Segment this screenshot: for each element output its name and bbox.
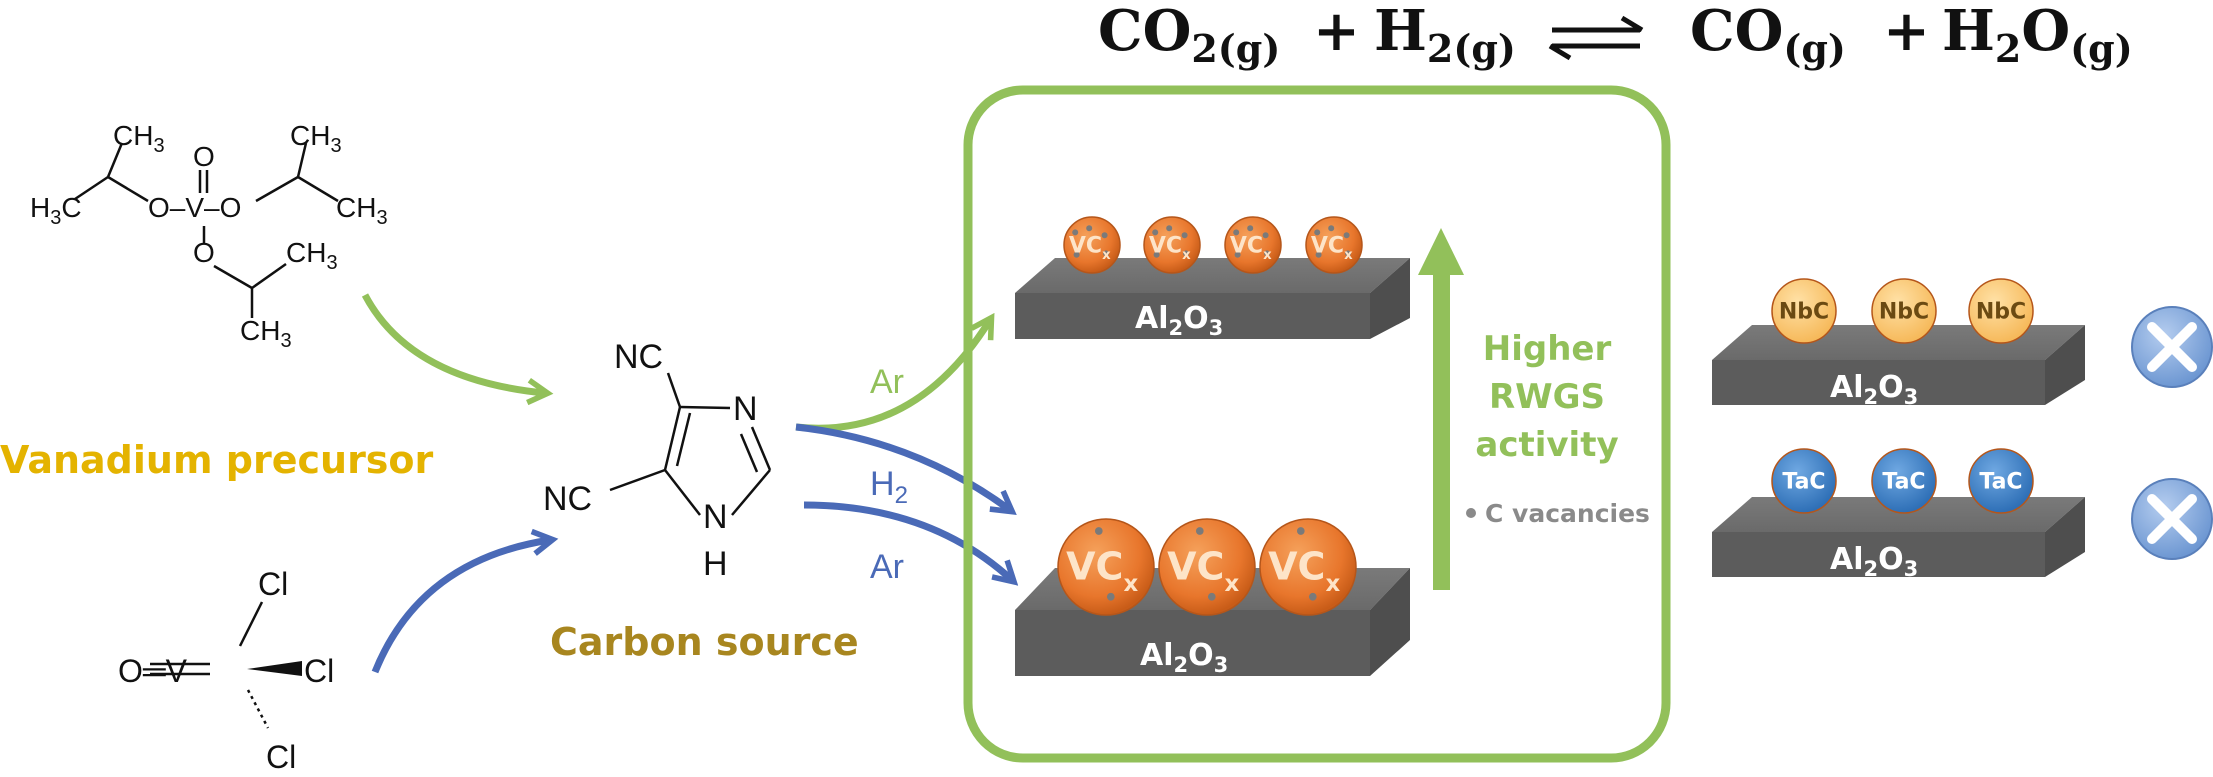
nbc-particles: NbC NbC NbC <box>1771 278 2034 344</box>
vanadium-oxychloride-structure: Cl O═V Cl Cl <box>118 566 334 775</box>
nbc-particle-3: NbC <box>1968 278 2034 344</box>
svg-text:Cl: Cl <box>304 653 334 689</box>
activity-arrow-icon <box>1418 228 1464 590</box>
nbc-particle-2: NbC <box>1871 278 1937 344</box>
svg-text:H: H <box>703 545 728 583</box>
svg-text:+: + <box>1313 0 1360 64</box>
svg-text:Al2O3: Al2O3 <box>1140 638 1228 677</box>
svg-text:NC: NC <box>614 338 663 376</box>
alumina-support-small: Al2O3 <box>1015 258 1410 340</box>
cross-icon-nbc <box>2131 306 2213 388</box>
svg-text:CO(g): CO(g) <box>1690 0 1846 71</box>
vacancy-bullet-icon <box>1466 508 1476 518</box>
tac-particle-2: TaC <box>1871 448 1937 514</box>
svg-text:NbC: NbC <box>1976 299 2026 324</box>
svg-text:H2(g): H2(g) <box>1374 0 1516 71</box>
tac-particle-3: TaC <box>1968 448 2034 514</box>
vcx-small-particle-2: VCx <box>1143 216 1201 274</box>
vacancy-note: C vacancies <box>1485 499 1650 528</box>
vanadium-precursor-label: Vanadium precursor <box>0 438 434 482</box>
vcx-small-particle-4: VCx <box>1305 216 1363 274</box>
svg-text:CO2(g): CO2(g) <box>1098 0 1280 71</box>
svg-text:H3C: H3C <box>30 192 82 229</box>
svg-text:O: O <box>193 141 215 172</box>
tac-particle-1: TaC <box>1771 448 1837 514</box>
svg-text:TaC: TaC <box>1882 469 1925 494</box>
svg-text:CH3: CH3 <box>290 120 342 157</box>
svg-text:Cl: Cl <box>258 566 288 602</box>
vcx-small-particles: VCx VCx VCx VCx <box>1063 216 1363 274</box>
vcx-large-particle-2: VCx <box>1158 518 1256 616</box>
carbon-source-label: Carbon source <box>550 620 859 664</box>
blue-precursor-arrow <box>371 528 559 674</box>
ar-label-top: Ar <box>870 363 904 401</box>
svg-text:N: N <box>703 498 728 536</box>
svg-text:TaC: TaC <box>1782 469 1825 494</box>
svg-text:VCx: VCx <box>1268 545 1340 597</box>
svg-text:Cl: Cl <box>266 739 296 775</box>
vcx-large-particle-3: VCx <box>1259 518 1357 616</box>
svg-text:H2O(g): H2O(g) <box>1942 0 2133 71</box>
svg-text:CH3: CH3 <box>286 237 338 274</box>
nbc-particle-1: NbC <box>1771 278 1837 344</box>
dicyanoimidazole-structure: NC N NC N H <box>543 338 772 583</box>
green-precursor-arrow <box>361 293 554 406</box>
svg-text:O═V: O═V <box>118 653 188 689</box>
h2-arrow <box>795 423 1017 516</box>
activity-text-line2: RWGS <box>1489 377 1605 417</box>
equilibrium-arrow-icon <box>1548 15 1644 61</box>
ar-arrow-bottom <box>803 501 1019 586</box>
svg-text:N: N <box>733 390 758 428</box>
svg-text:Al2O3: Al2O3 <box>1135 301 1223 340</box>
svg-text:O: O <box>193 237 215 268</box>
svg-text:CH3: CH3 <box>113 120 165 157</box>
svg-text:Al2O3: Al2O3 <box>1830 370 1918 409</box>
svg-text:NC: NC <box>543 480 592 518</box>
svg-text:Al2O3: Al2O3 <box>1830 542 1918 581</box>
catalyst-panel <box>963 85 1671 763</box>
vcx-small-particle-1: VCx <box>1063 216 1121 274</box>
cross-icon-tac <box>2131 478 2213 560</box>
vcx-large-particle-1: VCx <box>1057 518 1155 616</box>
svg-text:CH3: CH3 <box>240 315 292 352</box>
activity-text-line3: activity <box>1475 425 1618 465</box>
svg-text:O–V–O: O–V–O <box>148 192 241 223</box>
rwgs-equation: CO2(g) + H2(g) CO(g) + H2O(g) <box>1098 0 2133 71</box>
ar-label-bottom: Ar <box>870 548 904 586</box>
svg-text:NbC: NbC <box>1879 299 1929 324</box>
vanadium-oxytriisopropoxide-structure: CH3 CH3 O H3C O–V–O CH3 O CH3 CH3 <box>30 120 388 352</box>
vcx-small-particle-3: VCx <box>1224 216 1282 274</box>
svg-text:CH3: CH3 <box>336 192 388 229</box>
svg-text:NbC: NbC <box>1779 299 1829 324</box>
svg-text:TaC: TaC <box>1979 469 2022 494</box>
activity-text-line1: Higher <box>1483 329 1612 369</box>
h2-label: H2 <box>870 465 908 509</box>
tac-particles: TaC TaC TaC <box>1771 448 2034 514</box>
svg-text:+: + <box>1883 0 1930 64</box>
